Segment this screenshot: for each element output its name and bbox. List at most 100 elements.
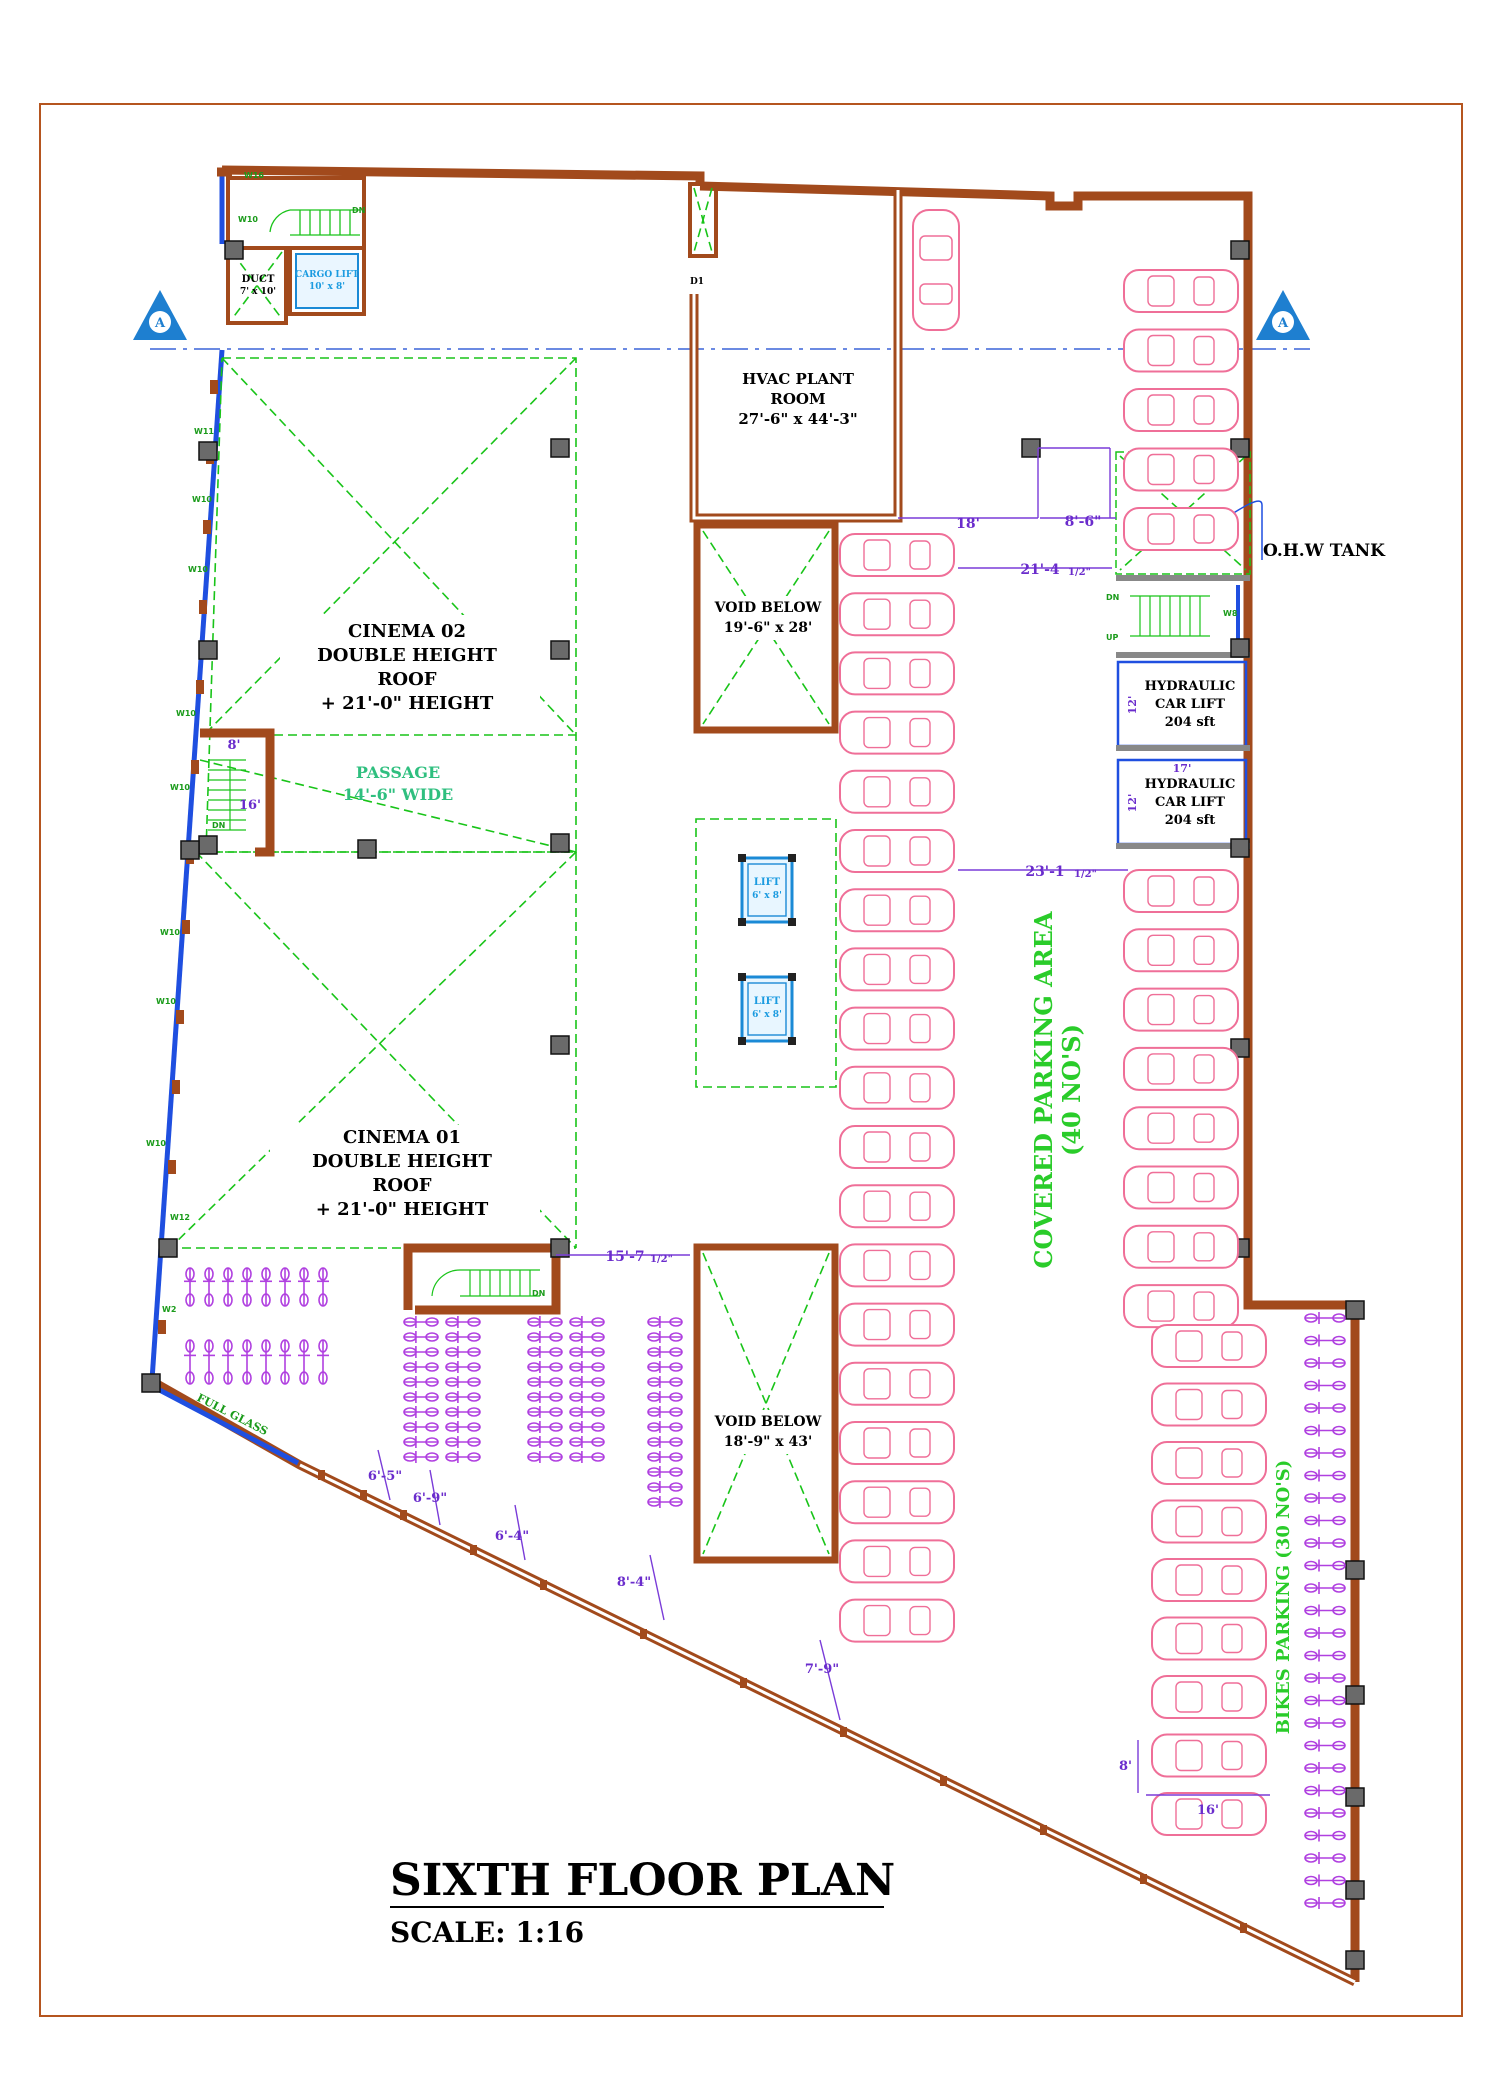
- parking-stall-bike: [1304, 1694, 1346, 1707]
- structural-column: [357, 839, 377, 859]
- parking-stall-bike: [1304, 1334, 1346, 1347]
- parking-stall-car: [1123, 1046, 1239, 1091]
- parking-stall-bike: [1304, 1582, 1346, 1594]
- parking-stall-bike: [445, 1421, 481, 1433]
- parking-stall-car: [1123, 869, 1239, 913]
- parking-stall-bike: [647, 1391, 683, 1403]
- cinema2-height: + 21'-0" HEIGHT: [321, 693, 494, 714]
- structural-column: [1230, 438, 1250, 458]
- parking-stall-bike: [445, 1391, 481, 1403]
- parking-stall-bike: [527, 1451, 563, 1463]
- hyd1-width-dim: 12': [1126, 696, 1139, 715]
- parking-stall-bike: [298, 1339, 310, 1385]
- parking-stall-bike: [647, 1466, 683, 1478]
- dim-half-2: 1/2": [1074, 869, 1097, 880]
- covered-parking-count: (40 NO'S): [1057, 1024, 1086, 1156]
- parking-stall-bike: [1304, 1447, 1346, 1459]
- parking-stall-bike: [445, 1346, 481, 1358]
- window-tag: W10: [146, 1139, 166, 1148]
- structural-column: [224, 240, 244, 260]
- parking-stall-bike: [527, 1391, 563, 1403]
- parking-stall-bike: [1304, 1559, 1346, 1572]
- parking-stall-bike: [527, 1346, 563, 1358]
- parking-stall-bike: [647, 1331, 683, 1343]
- parking-stall-bike: [403, 1406, 439, 1418]
- parking-stall-bike: [203, 1267, 215, 1307]
- lift2-size: 6' x 8': [752, 1010, 782, 1020]
- parking-stall-bike: [279, 1267, 291, 1307]
- parking-stall-bike: [1304, 1649, 1346, 1662]
- hydraulic2-label: HYDRAULIC: [1145, 777, 1236, 792]
- parking-stall-car: [839, 651, 955, 696]
- structural-column: [1230, 240, 1250, 260]
- parking-stall-bike: [445, 1436, 481, 1448]
- bike-stalls: [184, 1267, 1346, 1909]
- parking-stall-car: [839, 533, 955, 577]
- parking-stall-bike: [1304, 1897, 1346, 1909]
- hvac-label-1: HVAC PLANT: [742, 370, 855, 388]
- stair-direction-tag: DN: [352, 206, 365, 215]
- parking-stall-bike: [569, 1376, 605, 1388]
- parking-stall-bike: [1304, 1424, 1346, 1437]
- cinema-zone: [168, 357, 577, 1249]
- hyd2-width-dim: 12': [1126, 794, 1139, 813]
- parking-stall-car: [1123, 1224, 1239, 1269]
- parking-stall-bike: [527, 1421, 563, 1433]
- void1-label: VOID BELOW: [714, 600, 822, 616]
- parking-stall-bike: [647, 1346, 683, 1358]
- covered-parking-label: COVERED PARKING AREA: [1029, 911, 1058, 1269]
- structural-column: [198, 441, 218, 461]
- door-tag-d1: D1: [690, 277, 704, 287]
- window-tag: W2: [162, 1305, 176, 1314]
- parking-stall-bike: [241, 1267, 253, 1307]
- parking-stall-bike: [317, 1267, 329, 1307]
- parking-stall-bike: [1304, 1829, 1346, 1842]
- stair-direction-tag: DN: [1106, 593, 1119, 602]
- parking-stall-car: [1123, 1165, 1239, 1210]
- parking-stall-bike: [527, 1316, 563, 1328]
- parking-stall-bike: [1304, 1784, 1346, 1797]
- parking-stall-bike: [222, 1267, 234, 1307]
- dim-half-1: 1/2": [1068, 567, 1091, 578]
- parking-stall-car: [839, 1539, 955, 1584]
- parking-stall-bike: [569, 1346, 605, 1358]
- stair-direction-tag: DN: [532, 1289, 545, 1298]
- cinema1-sub: DOUBLE HEIGHT: [312, 1151, 492, 1172]
- parking-stall-bike: [403, 1346, 439, 1358]
- parking-stall-car: [1123, 507, 1239, 551]
- parking-stall-bike: [1304, 1762, 1346, 1774]
- parking-stall-car: [839, 1243, 955, 1288]
- parking-stall-car: [839, 1421, 955, 1465]
- parking-stall-car: [839, 947, 955, 992]
- lift-1: [738, 854, 796, 926]
- columns: [141, 240, 1365, 1970]
- parking-stall-bike: [403, 1376, 439, 1388]
- structural-column: [158, 1238, 178, 1258]
- dim-8-6: 8'-6": [1065, 514, 1102, 530]
- parking-stall-bike: [569, 1316, 605, 1328]
- bikes-parking-label: BIKES PARKING (30 NO'S): [1273, 1460, 1294, 1735]
- window-tag: W10: [192, 495, 212, 504]
- parking-stall-bike: [403, 1451, 439, 1463]
- lift1-size: 6' x 8': [752, 891, 782, 901]
- parking-stall-bike: [445, 1376, 481, 1388]
- hvac-size: 27'-6" x 44'-3": [738, 410, 857, 428]
- parking-stall-bike: [1304, 1469, 1346, 1482]
- structural-column: [550, 1035, 570, 1055]
- parking-stall-car: [1151, 1499, 1267, 1544]
- parking-stall-bike: [1304, 1492, 1346, 1504]
- window-tag: W11: [194, 427, 214, 436]
- hydraulic2-area: 204 sft: [1165, 813, 1216, 828]
- window-tag: W10: [156, 997, 176, 1006]
- parking-stall-bike: [647, 1481, 683, 1493]
- cinema1-label: CINEMA 01: [343, 1127, 461, 1148]
- section-marker-left: A: [133, 290, 187, 340]
- hvac-label-2: ROOM: [770, 390, 825, 408]
- parking-stall-bike: [1304, 1717, 1346, 1729]
- cinema1-roof: ROOF: [372, 1175, 431, 1196]
- parking-stall-bike: [1304, 1874, 1346, 1887]
- parking-stall-car: [1151, 1616, 1267, 1661]
- parking-stall-car: [839, 1065, 955, 1110]
- hydraulic1-sub: CAR LIFT: [1155, 697, 1225, 712]
- structural-column: [141, 1373, 161, 1393]
